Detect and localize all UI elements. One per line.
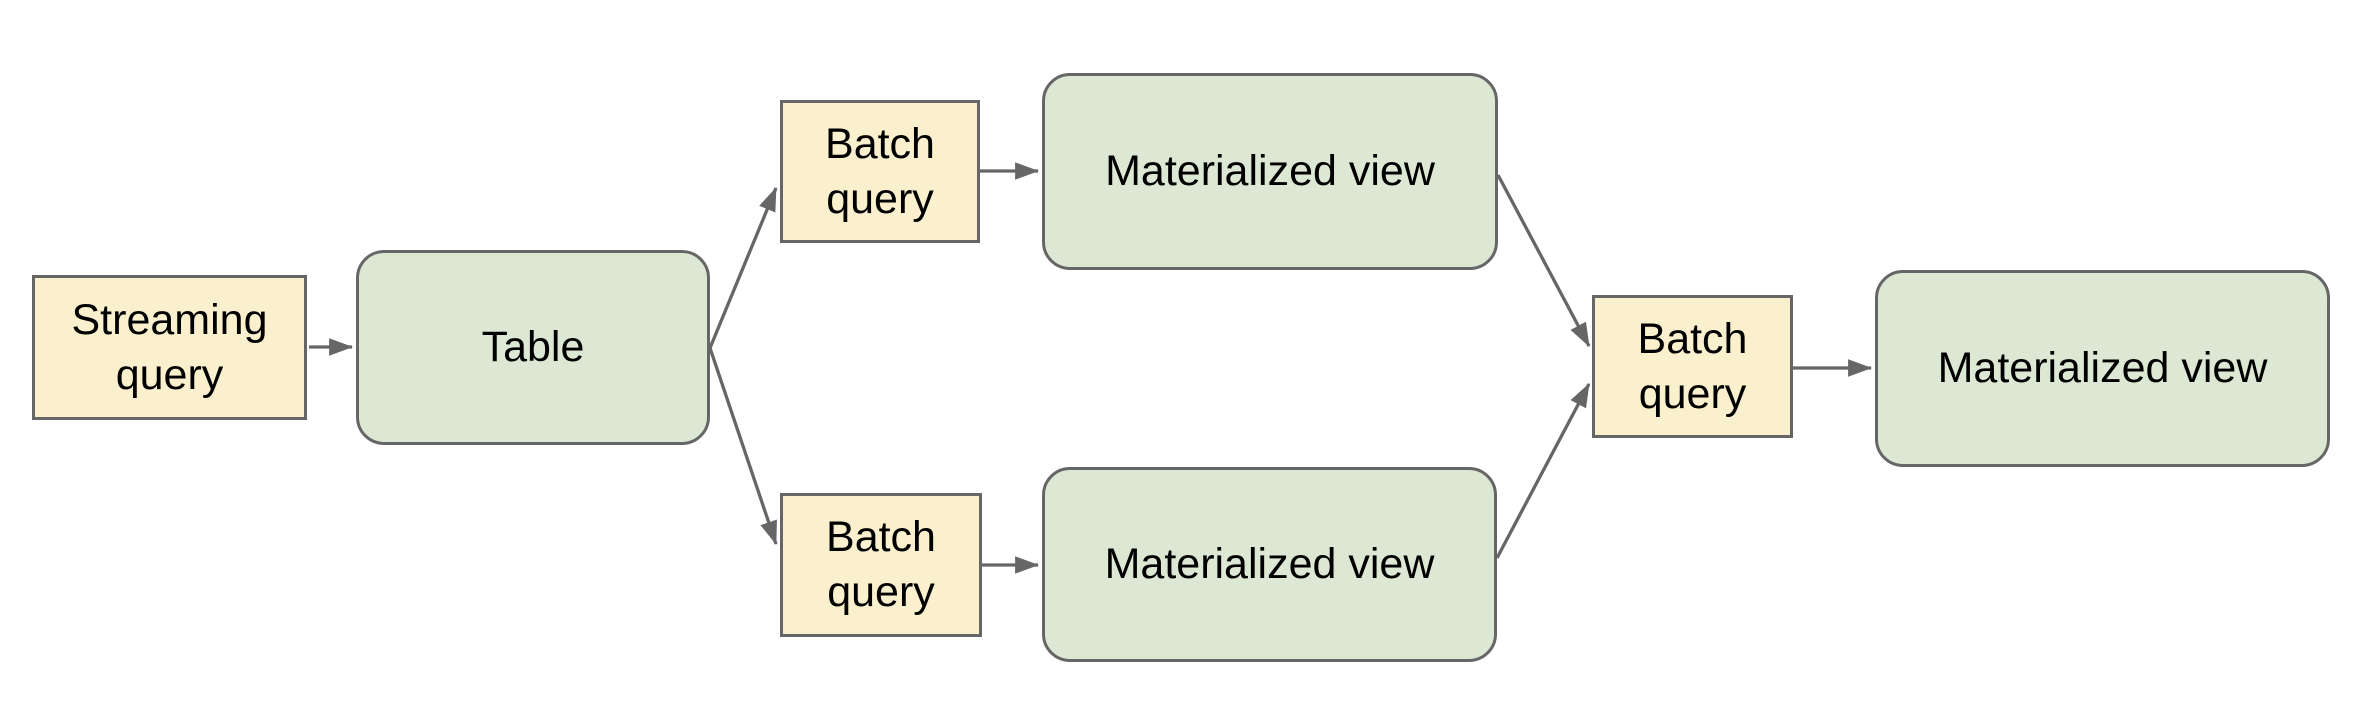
node-batch-query-top-label: Batch query xyxy=(825,119,935,223)
node-materialized-view-bottom-label: Materialized view xyxy=(1104,540,1435,588)
node-streaming-query: Streaming query xyxy=(32,275,307,420)
node-table: Table xyxy=(356,250,710,445)
node-streaming-query-label: Streaming query xyxy=(71,295,268,399)
node-batch-query-bottom: Batch query xyxy=(780,493,982,637)
node-materialized-view-right-label: Materialized view xyxy=(1937,344,2268,392)
node-batch-query-right: Batch query xyxy=(1592,295,1793,438)
edge-mv-bottom-to-batch-right xyxy=(1495,383,1591,559)
node-batch-query-bottom-label: Batch query xyxy=(826,513,936,616)
edge-mv-top-to-batch-right xyxy=(1496,174,1591,347)
node-batch-query-right-label: Batch query xyxy=(1637,314,1748,418)
node-materialized-view-right: Materialized view xyxy=(1875,270,2330,467)
edge-table-to-batch-bottom xyxy=(708,347,778,546)
node-materialized-view-bottom: Materialized view xyxy=(1042,467,1497,662)
node-materialized-view-top: Materialized view xyxy=(1042,73,1498,270)
edge-table-to-batch-top xyxy=(708,186,778,349)
node-table-label: Table xyxy=(481,323,585,371)
node-materialized-view-top-label: Materialized view xyxy=(1105,147,1435,195)
node-batch-query-top: Batch query xyxy=(780,100,980,243)
